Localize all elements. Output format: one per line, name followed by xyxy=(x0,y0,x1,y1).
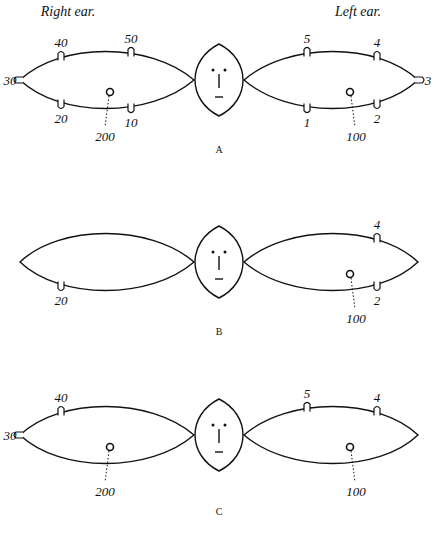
callout-number: 200 xyxy=(95,130,115,143)
callout-number: 5 xyxy=(304,32,311,45)
callout-number: 30 xyxy=(4,429,17,442)
figure-letter: B xyxy=(216,327,223,337)
ear-figure-c xyxy=(14,399,418,482)
callout-number: 3 xyxy=(425,74,432,87)
ear-figure-a xyxy=(14,44,424,127)
figure-letter: C xyxy=(216,507,223,517)
callout-number: 5 xyxy=(304,387,311,400)
callout-number: 200 xyxy=(95,485,115,498)
callout-number: 2 xyxy=(374,294,381,307)
callout-number: 30 xyxy=(4,74,17,87)
callout-number: 40 xyxy=(55,391,68,404)
ear-heading: Left ear. xyxy=(335,5,381,19)
callout-number: 100 xyxy=(346,312,366,325)
callout-number: 2 xyxy=(374,112,381,125)
ear-heading: Right ear. xyxy=(41,5,95,19)
callout-number: 1 xyxy=(304,116,311,129)
callout-number: 40 xyxy=(55,36,68,49)
ear-figure-b xyxy=(20,226,418,309)
callout-number: 4 xyxy=(374,391,381,404)
callout-number: 20 xyxy=(55,294,68,307)
callout-number: 4 xyxy=(374,218,381,231)
callout-number: 10 xyxy=(125,116,138,129)
callout-number: 50 xyxy=(125,32,138,45)
callout-number: 4 xyxy=(374,36,381,49)
callout-number: 20 xyxy=(55,112,68,125)
figure-letter: A xyxy=(215,145,222,155)
callout-number: 100 xyxy=(346,485,366,498)
callout-number: 100 xyxy=(346,130,366,143)
